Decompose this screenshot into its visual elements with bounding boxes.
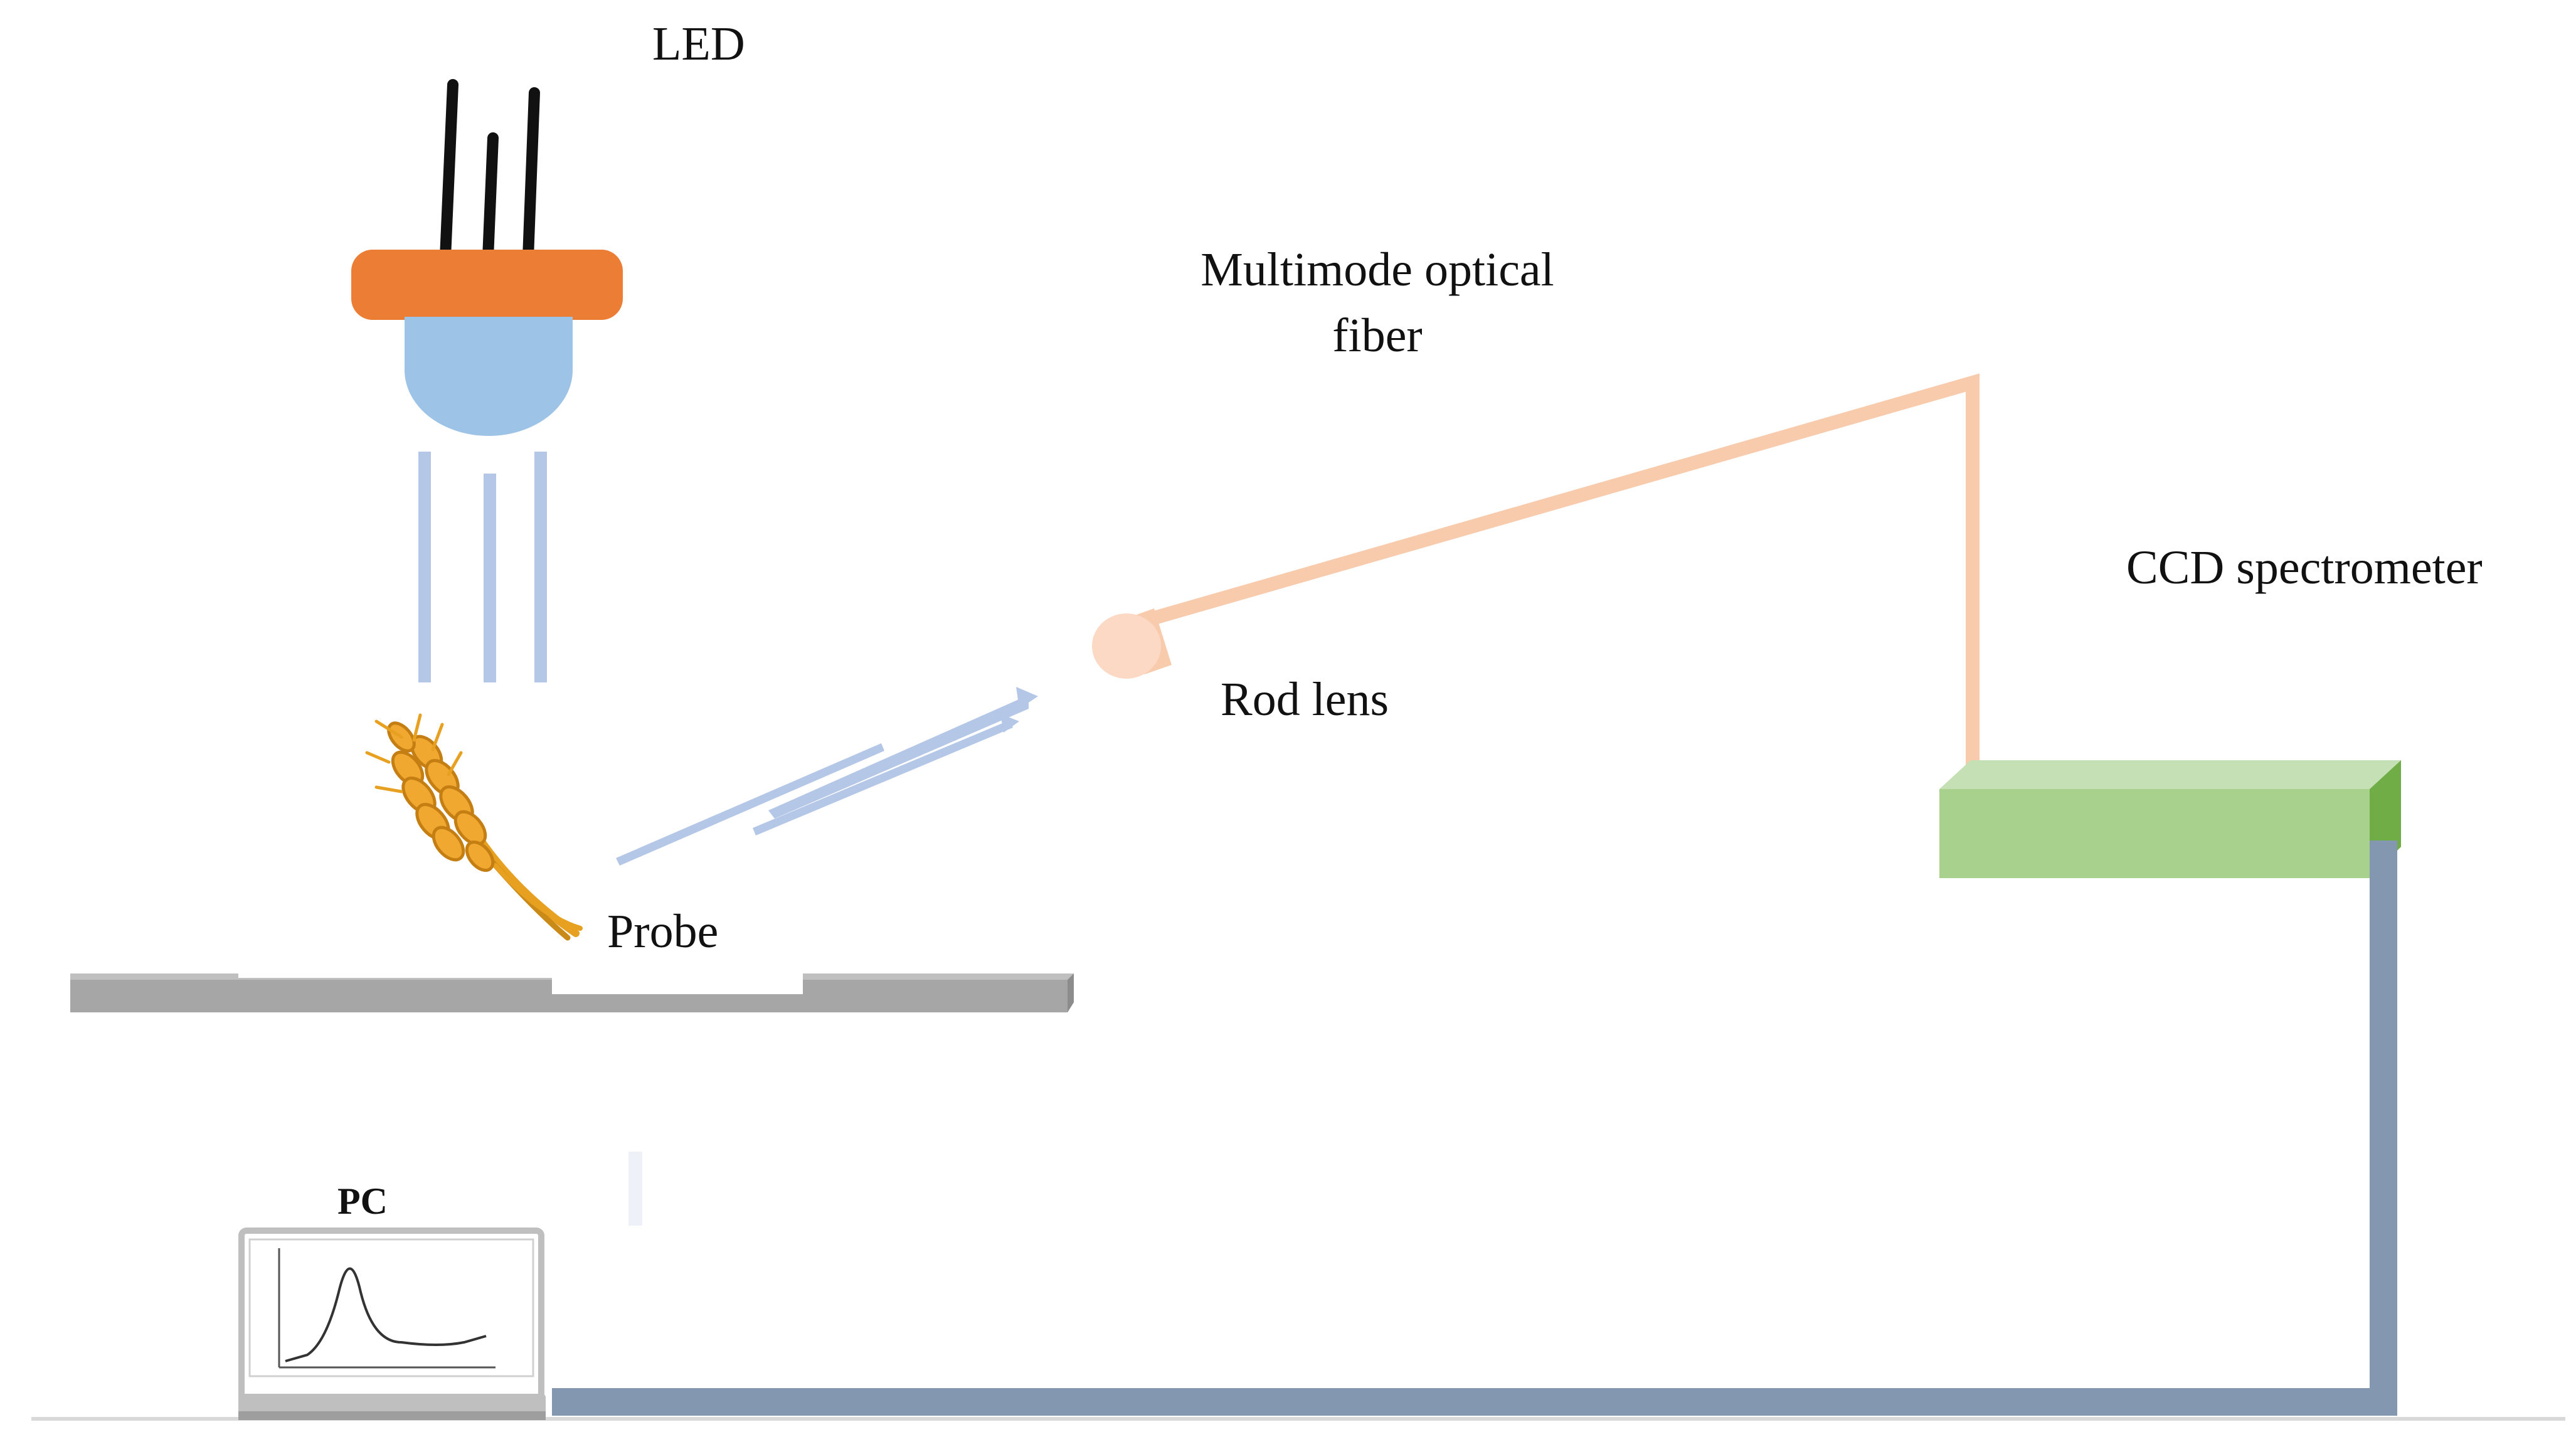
led-dome — [405, 317, 573, 436]
led-base — [351, 250, 623, 320]
reflected-ray-arrowhead-2 — [1000, 714, 1019, 733]
reflected-ray-1 — [616, 743, 884, 866]
wheat-stem-3 — [493, 863, 583, 931]
light-ray-left — [418, 452, 431, 682]
led-pin-left — [440, 79, 458, 263]
screen-spectrum-curve — [285, 1267, 487, 1362]
wheat-awn — [447, 751, 463, 777]
reflected-ray-3 — [753, 720, 1013, 835]
cable-line — [552, 841, 2397, 1416]
usb-cable — [552, 841, 2397, 1416]
wheat-awn — [374, 719, 403, 739]
wheat-sample-icon — [365, 713, 583, 941]
stage-gap-left — [238, 969, 552, 978]
wheat-grain — [432, 825, 465, 862]
wheat-grain — [465, 841, 495, 872]
sample-stage — [70, 969, 1074, 1012]
led-pin-middle — [482, 132, 499, 263]
multimode-optical-fiber — [1145, 373, 1980, 766]
ccd-spectrometer-label: CCD spectrometer — [2126, 541, 2483, 594]
wheat-grain — [453, 810, 487, 846]
stage-edge — [1068, 973, 1074, 1012]
fiber-label-line2: fiber — [1332, 309, 1422, 362]
probe-label: Probe — [607, 905, 718, 958]
faint-mark — [628, 1152, 642, 1226]
reflected-ray-arrowhead-1 — [1016, 687, 1038, 709]
reflected-ray-2 — [768, 695, 1029, 819]
stage-gap-probe — [552, 969, 803, 994]
spectrometer-top — [1939, 760, 2401, 789]
ccd-spectrometer — [1939, 760, 2401, 878]
light-ray-middle — [484, 474, 496, 682]
wheat-awn — [365, 751, 391, 764]
spectrometer-front — [1939, 789, 2370, 878]
pc-laptop — [238, 1228, 546, 1420]
wheat-awn — [412, 713, 422, 742]
wheat-awn — [431, 723, 444, 751]
screen-spectrum-plot — [278, 1248, 496, 1369]
led-source — [351, 79, 623, 682]
pc-label: PC — [337, 1180, 388, 1222]
led-pin-right — [522, 87, 540, 263]
laptop-screen — [248, 1238, 534, 1377]
rod-lens — [1092, 608, 1172, 679]
rod-lens-face — [1092, 613, 1161, 679]
reflected-light-arrows — [616, 687, 1038, 866]
rod-lens-label: Rod lens — [1221, 673, 1389, 726]
fiber-label-line1: Multimode optical — [1201, 243, 1554, 296]
wheat-awn — [374, 785, 403, 793]
laptop-base-shadow — [238, 1411, 546, 1420]
fiber-cable — [1145, 373, 1980, 766]
light-ray-right — [534, 452, 547, 682]
led-label: LED — [652, 18, 745, 70]
